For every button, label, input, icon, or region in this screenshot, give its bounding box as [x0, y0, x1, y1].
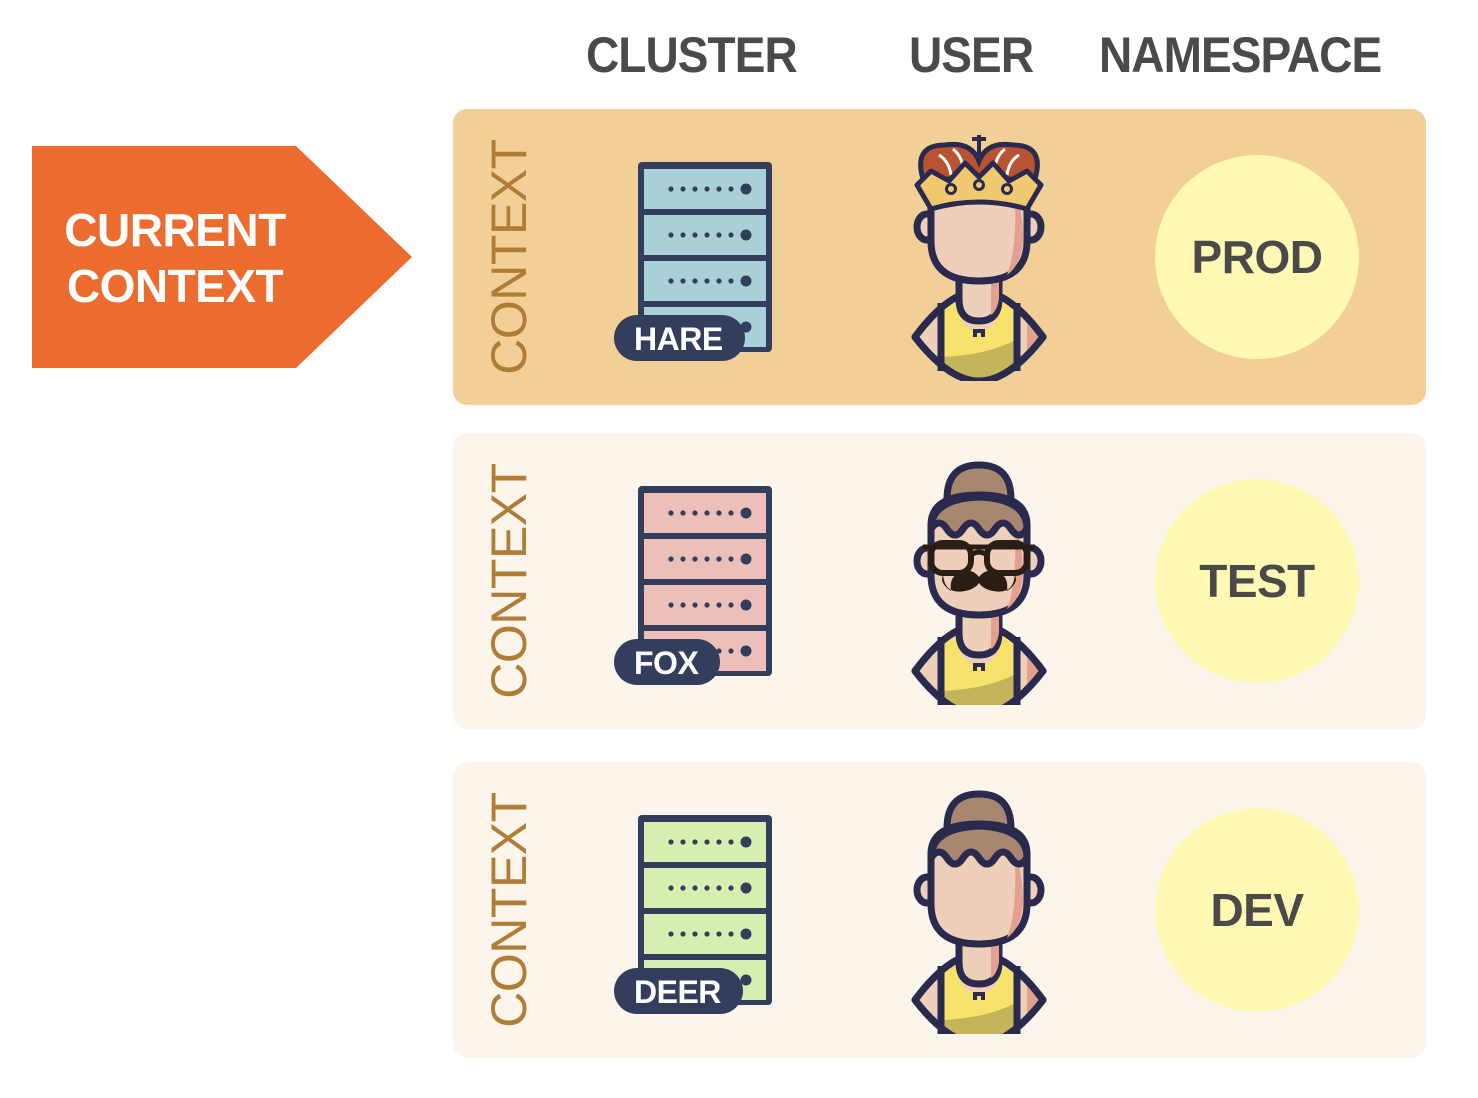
current-context-label: CURRENT CONTEXT [32, 202, 318, 314]
arrow-pentagon-shape [32, 146, 412, 368]
header-namespace: NAMESPACE [1099, 27, 1382, 83]
server-rack-icon [638, 162, 772, 352]
current-context-line2: CONTEXT [66, 260, 284, 312]
server-rack-icon [638, 486, 772, 676]
namespace-label: TEST [1199, 555, 1315, 607]
context-row-test[interactable]: CONTEXT FOX TEST [453, 433, 1426, 729]
namespace-circle: TEST [1155, 479, 1359, 683]
namespace-label: PROD [1191, 231, 1323, 283]
context-row-dev[interactable]: CONTEXT DEER DEV [453, 762, 1426, 1058]
cluster-badge: FOX [614, 639, 721, 685]
context-label-text: CONTEXT [481, 792, 537, 1028]
context-label-text: CONTEXT [481, 463, 537, 699]
server-rack-icon [638, 815, 772, 1005]
current-context-arrow: CURRENT CONTEXT [32, 146, 412, 368]
current-context-line1: CURRENT [64, 204, 286, 256]
header-user: USER [909, 27, 1034, 83]
cluster-badge: HARE [614, 315, 745, 361]
header-cluster: CLUSTER [586, 27, 798, 83]
namespace-circle: DEV [1155, 808, 1359, 1012]
context-row-prod[interactable]: CONTEXT HARE PROD [453, 109, 1426, 405]
cluster-badge: DEER [614, 968, 743, 1014]
king-user-avatar-icon [909, 135, 1049, 381]
context-label-text: CONTEXT [481, 139, 537, 375]
namespace-label: DEV [1210, 884, 1304, 936]
user-avatar-icon [909, 790, 1049, 1034]
hipster-user-avatar-icon [909, 461, 1049, 705]
namespace-circle: PROD [1155, 155, 1359, 359]
